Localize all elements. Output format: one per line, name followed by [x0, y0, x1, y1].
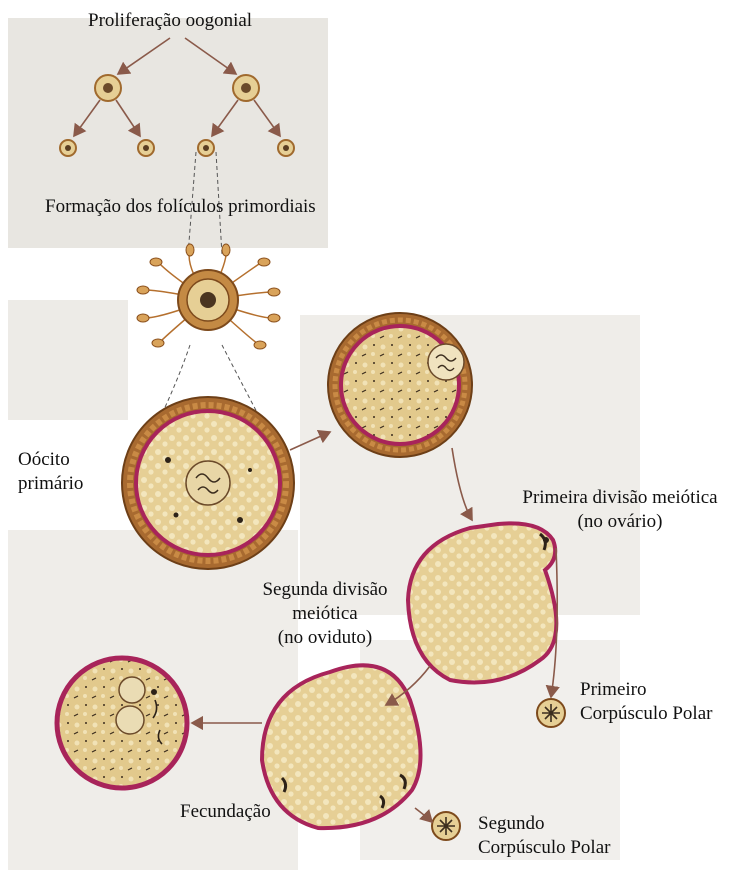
label-fertilization: Fecundação — [180, 800, 271, 824]
label-line: Corpúsculo Polar — [580, 702, 712, 726]
label-line: Primeiro — [580, 678, 712, 702]
primordial-follicle — [137, 244, 280, 349]
label-line: Corpúsculo Polar — [478, 836, 610, 860]
oogonia-group — [60, 38, 294, 156]
label-line: Segunda divisão — [250, 578, 400, 602]
label-line: (no oviduto) — [250, 626, 400, 650]
label-line: (no ovário) — [502, 510, 738, 534]
second-division-cell — [262, 665, 421, 828]
label-line: meiótica — [250, 602, 400, 626]
nucleus — [186, 461, 230, 505]
pronucleus — [116, 706, 144, 734]
label-line: primário — [18, 472, 83, 496]
label-first-division: Primeira divisão meiótica (no ovário) — [502, 486, 738, 534]
label-primary-oocyte: Oócito primário — [18, 448, 83, 496]
fertilized-egg — [57, 658, 187, 788]
primary-oocyte — [122, 397, 294, 569]
label-oogonial: Proliferação oogonial — [88, 9, 252, 33]
second-polar-body — [432, 812, 460, 840]
label-line: Primeira divisão meiótica — [502, 486, 738, 510]
label-line: Oócito — [18, 448, 83, 472]
label-second-division: Segunda divisão meiótica (no oviduto) — [250, 578, 400, 650]
secondary-oocyte — [408, 523, 556, 682]
growing-oocyte — [328, 313, 472, 457]
label-line: Segundo — [478, 812, 610, 836]
nucleus — [428, 344, 464, 380]
label-second-polar-body: Segundo Corpúsculo Polar — [478, 812, 610, 860]
label-first-polar-body: Primeiro Corpúsculo Polar — [580, 678, 712, 726]
first-polar-body — [537, 699, 565, 727]
label-follicles: Formação dos folículos primordiais — [45, 195, 316, 219]
pronucleus — [119, 677, 145, 703]
